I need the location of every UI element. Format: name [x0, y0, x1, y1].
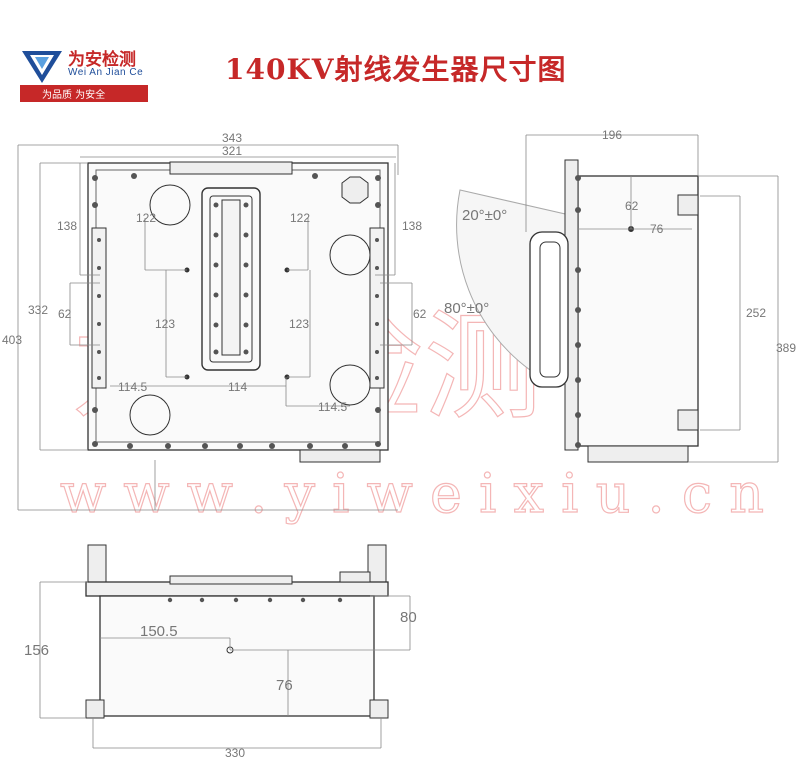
side-rear-bracket-top	[677, 194, 699, 216]
header: 为安检测 Wei An Jian Ce 为品质 为安全 140KV射线发生器尺寸…	[0, 0, 800, 110]
watermark-url: w w w . y i w e i x i u . c n	[60, 462, 764, 525]
bottom-right-foot	[367, 544, 387, 586]
front-port-right-mid	[329, 234, 371, 276]
logo-slogan-bar: 为品质 为安全	[20, 85, 148, 102]
bottom-left-foot	[87, 544, 107, 586]
bottom-dim-labels: 80 156 150.5 76 330	[24, 609, 417, 760]
bottom-view	[85, 544, 389, 719]
front-view	[87, 161, 389, 463]
dim-330: 330	[225, 746, 245, 760]
bottom-right-foot-low	[369, 699, 389, 719]
dim-114-5-left: 114.5	[118, 380, 147, 394]
dim-122-left: 122	[136, 211, 156, 225]
dim-80: 80	[400, 609, 417, 626]
dim-76-bottom: 76	[276, 677, 293, 694]
bottom-dim-lines	[39, 581, 411, 749]
dim-332: 332	[28, 303, 48, 317]
dim-321: 321	[222, 144, 242, 158]
front-window-inner	[209, 195, 253, 363]
side-handle	[529, 231, 569, 388]
page-title: 140KV射线发生器尺寸图	[225, 53, 567, 86]
dim-122-right: 122	[290, 211, 310, 225]
angle-80: 80°±0°	[444, 300, 489, 317]
logo-v-icon	[22, 51, 62, 83]
front-bolts	[92, 173, 381, 449]
company-logo: 为安检测 Wei An Jian Ce 为品质 为安全	[20, 45, 160, 107]
dim-150-5: 150.5	[140, 623, 178, 640]
side-bolts	[575, 175, 581, 448]
side-dim-labels: 196 62 76 252 389 20°±0° 80°±0°	[444, 128, 796, 355]
front-dim-lines	[17, 144, 413, 511]
front-port-bottom-right	[329, 364, 371, 406]
bottom-left-foot-low	[85, 699, 105, 719]
logo-slogan: 为品质 为安全	[42, 90, 106, 101]
logo-name-cn: 为安检测	[68, 50, 136, 70]
front-right-handle	[369, 227, 385, 389]
front-port-bottom-left	[129, 394, 171, 436]
front-port-top-left	[149, 184, 191, 226]
side-body	[577, 175, 699, 447]
dim-62-side: 62	[625, 199, 639, 213]
dim-403: 403	[2, 333, 22, 347]
dim-389: 389	[776, 341, 796, 355]
front-top-bar	[169, 161, 293, 175]
side-dim-lines	[525, 134, 779, 463]
dim-138-right: 138	[402, 219, 422, 233]
dim-123-left: 123	[155, 317, 175, 331]
dim-114-5-right: 114.5	[318, 400, 347, 414]
front-window-outer	[201, 187, 261, 371]
dim-196: 196	[602, 128, 622, 142]
logo-name-en: Wei An Jian Ce	[68, 67, 144, 78]
bottom-top-bar	[169, 575, 293, 585]
angle-20: 20°±0°	[462, 207, 507, 224]
dim-252: 252	[746, 306, 766, 320]
front-window-slot	[221, 199, 241, 356]
bottom-top-fitting	[339, 571, 371, 583]
side-view	[456, 159, 699, 463]
front-hex-fitting	[341, 176, 369, 204]
side-rear-bracket-bottom	[677, 409, 699, 431]
front-bottom-port	[299, 449, 381, 463]
front-dim-labels: 343 321 403 332 138 138 62 62 122 122 12…	[2, 131, 427, 414]
dim-62-left: 62	[58, 307, 72, 321]
bottom-bolts	[167, 597, 343, 603]
dim-114: 114	[228, 380, 247, 394]
front-left-handle	[91, 227, 107, 389]
dim-76-side: 76	[650, 222, 664, 236]
side-bottom-port	[587, 445, 689, 463]
dim-138-left: 138	[57, 219, 77, 233]
dim-343: 343	[222, 131, 242, 145]
dim-62-right: 62	[413, 307, 427, 321]
dim-123-right: 123	[289, 317, 309, 331]
side-handle-inner	[539, 241, 561, 378]
bottom-body	[99, 595, 375, 717]
dim-156: 156	[24, 642, 49, 659]
